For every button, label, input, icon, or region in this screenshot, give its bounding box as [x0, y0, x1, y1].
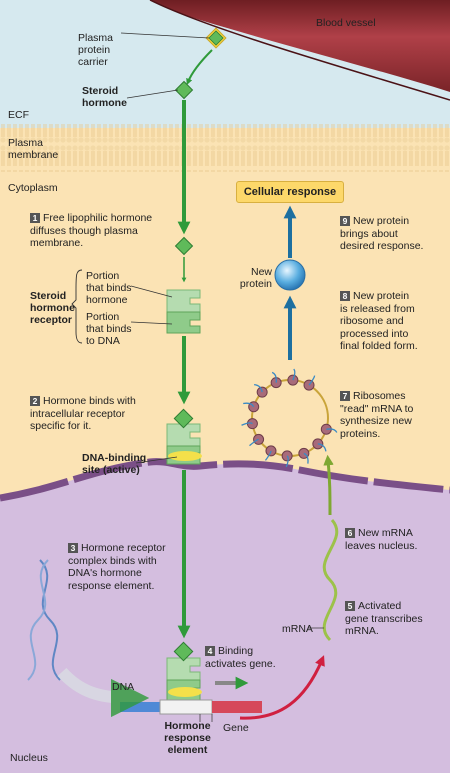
label-new-protein: New protein	[239, 266, 272, 290]
hormone-in-cytoplasm	[174, 236, 194, 256]
label-ecf: ECF	[8, 109, 29, 121]
nascent-peptide	[317, 443, 327, 452]
receptor-unbound	[166, 289, 201, 334]
label-steroid-hormone: Steroid hormone	[82, 85, 127, 109]
label-gene: Gene	[223, 722, 249, 734]
label-nucleus: Nucleus	[10, 752, 48, 764]
hormone-response-element-bar	[159, 699, 213, 715]
gene-bar	[212, 701, 262, 713]
label-steroid-hormone-receptor: Steroid hormone receptor	[30, 290, 75, 326]
nascent-peptide	[271, 371, 277, 383]
mrna-strand	[322, 518, 339, 642]
label-mrna: mRNA	[282, 623, 313, 635]
label-plasma-protein-carrier: Plasma protein carrier	[78, 32, 114, 68]
nascent-peptide	[292, 368, 296, 381]
label-hormone-response-element: Hormone response element	[164, 720, 211, 756]
nascent-peptide	[264, 450, 272, 461]
label-cytoplasm: Cytoplasm	[8, 182, 58, 194]
label-dna-binding-site: DNA-binding site (active)	[82, 452, 147, 476]
label-dna: DNA	[112, 681, 135, 693]
label-plasma-membrane: Plasma membrane	[8, 137, 59, 161]
nascent-peptide	[308, 375, 316, 386]
dna-bar	[120, 702, 180, 712]
new-protein-sphere	[274, 259, 306, 291]
nascent-peptide	[249, 438, 259, 447]
ribosome-ring	[241, 368, 338, 468]
label-portion-binds-dna: Portion that binds to DNA	[86, 311, 132, 347]
label-portion-binds-hormone: Portion that binds hormone	[86, 270, 132, 306]
plasma-membrane	[0, 124, 450, 172]
label-blood-vessel: Blood vessel	[316, 17, 376, 29]
nascent-peptide	[285, 455, 289, 468]
hormone-receptor-complex	[166, 408, 202, 465]
nascent-peptide	[254, 383, 263, 393]
receptor-on-dna	[166, 641, 202, 701]
blood-vessel	[150, 0, 450, 92]
nascent-peptide	[243, 402, 255, 408]
nascent-peptide	[303, 452, 309, 464]
cellular-response-box: Cellular response	[236, 181, 344, 203]
nascent-peptide	[241, 422, 253, 426]
nuclear-envelope	[0, 458, 450, 502]
steroid-hormone-diamond	[174, 80, 194, 100]
dna-binding-site	[168, 451, 202, 461]
hormone-on-carrier	[208, 30, 224, 46]
nascent-peptide	[326, 428, 338, 433]
ribosome	[246, 418, 258, 430]
dna-strand	[27, 559, 262, 715]
